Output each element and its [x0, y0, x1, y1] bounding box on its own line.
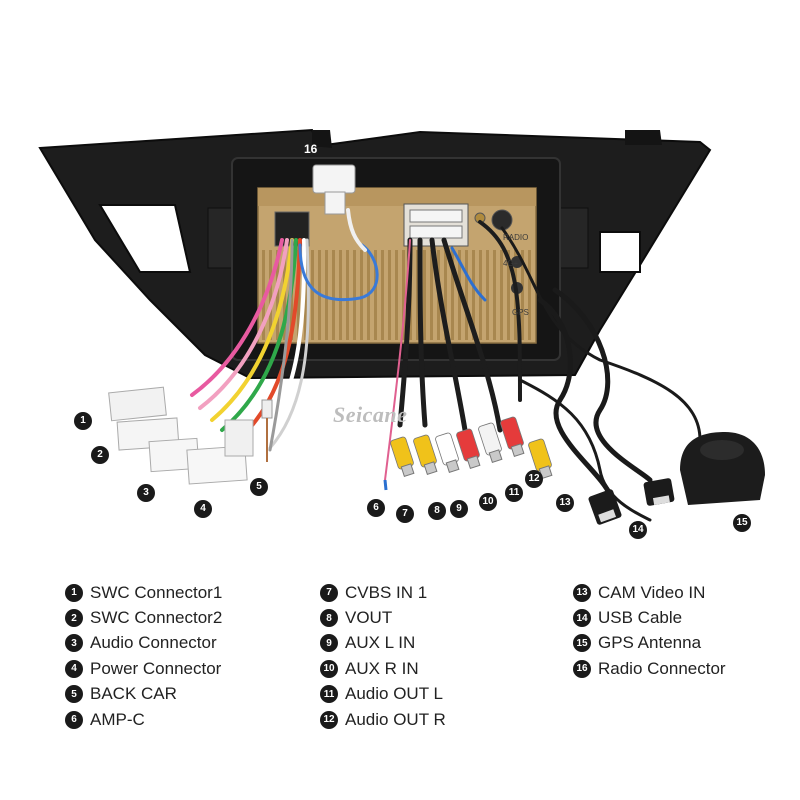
- legend-number-badge: 8: [320, 609, 338, 628]
- frame-cutout-left: [98, 204, 192, 273]
- legend-item: 9 AUX L IN: [320, 631, 446, 656]
- legend-label: AMP-C: [90, 709, 145, 729]
- legend-number-badge: 1: [65, 583, 83, 602]
- legend-item: 8 VOUT: [320, 605, 446, 630]
- legend-label: GPS Antenna: [598, 633, 702, 653]
- legend-number-badge: 7: [320, 583, 338, 602]
- legend-label: AUX R IN: [345, 658, 419, 678]
- legend-label: CAM Video IN: [598, 582, 706, 602]
- radio-connector: [312, 164, 356, 194]
- radio-port-label: RADIO: [503, 233, 529, 242]
- legend-item: 14 USB Cable: [573, 605, 726, 630]
- white-connectors: [108, 386, 254, 485]
- legend-label: Audio Connector: [90, 633, 217, 653]
- legend-item: 12 Audio OUT R: [320, 707, 446, 732]
- legend-number-badge: 6: [65, 710, 83, 729]
- legend-item: 13 CAM Video IN: [573, 580, 726, 605]
- brand-watermark: Seicane: [333, 402, 408, 427]
- legend-item: 1 SWC Connector1: [65, 580, 222, 605]
- legend-item: 16 Radio Connector: [573, 656, 726, 681]
- callout-9: 9: [450, 500, 468, 518]
- legend-number-badge: 9: [320, 634, 338, 653]
- legend-item: 5 BACK CAR: [65, 682, 222, 707]
- legend-item: 4 Power Connector: [65, 656, 222, 681]
- callout-8: 8: [428, 502, 446, 520]
- frame-cutout-right: [599, 231, 641, 273]
- legend-number-badge: 4: [65, 659, 83, 678]
- callout-4: 4: [194, 500, 212, 518]
- gps-antenna-puck: [680, 432, 765, 505]
- legend-label: Audio OUT R: [345, 709, 446, 729]
- legend-number-badge: 16: [573, 659, 591, 678]
- usb-connectors: [588, 478, 675, 525]
- legend-label: AUX L IN: [345, 633, 416, 653]
- legend-label: Audio OUT L: [345, 684, 443, 704]
- legend-item: 3 Audio Connector: [65, 631, 222, 656]
- legend-label: BACK CAR: [90, 684, 177, 704]
- legend-label: Power Connector: [90, 658, 222, 678]
- legend-number-badge: 15: [573, 634, 591, 653]
- callout-11: 11: [505, 484, 523, 502]
- callout-1: 1: [74, 412, 92, 430]
- legend-number-badge: 12: [320, 710, 338, 729]
- callout-3: 3: [137, 484, 155, 502]
- rca-plugs: [390, 416, 553, 480]
- legend-item: 7 CVBS IN 1: [320, 580, 446, 605]
- 4g-port-label: 4G+: [503, 259, 519, 268]
- callout-16: 16: [304, 142, 318, 156]
- legend-column-1: 1 SWC Connector1 2 SWC Connector2 3 Audio Con…: [65, 580, 222, 732]
- legend-number-badge: 5: [65, 685, 83, 704]
- callout-12: 12: [525, 470, 543, 488]
- legend-number-badge: 3: [65, 634, 83, 653]
- legend-label: USB Cable: [598, 608, 683, 628]
- legend-item: 10 AUX R IN: [320, 656, 446, 681]
- callout-13: 13: [556, 494, 574, 512]
- legend-item: 2 SWC Connector2: [65, 605, 222, 630]
- legend-label: Radio Connector: [598, 658, 726, 678]
- callout-15: 15: [733, 514, 751, 532]
- callout-2: 2: [91, 446, 109, 464]
- callout-14: 14: [629, 521, 647, 539]
- legend-number-badge: 11: [320, 685, 338, 704]
- legend-label: VOUT: [345, 608, 393, 628]
- callout-5: 5: [250, 478, 268, 496]
- cable-harness: [190, 208, 702, 522]
- legend-column-3: 13 CAM Video IN 14 USB Cable 15 GPS Antenna 16…: [573, 580, 726, 682]
- legend-item: 6 AMP-C: [65, 707, 222, 732]
- gps-port-label: GPS: [512, 308, 529, 317]
- callout-6: 6: [367, 499, 385, 517]
- legend-item: 15 GPS Antenna: [573, 631, 726, 656]
- legend-number-badge: 10: [320, 659, 338, 678]
- legend-number-badge: 13: [573, 583, 591, 602]
- legend-number-badge: 2: [65, 609, 83, 628]
- legend-number-badge: 14: [573, 609, 591, 628]
- callout-10: 10: [479, 493, 497, 511]
- head-unit-diagram: [38, 128, 765, 525]
- legend-label: CVBS IN 1: [345, 582, 428, 602]
- legend: 1 SWC Connector1 2 SWC Connector2 3 Audio Con…: [0, 580, 800, 740]
- legend-label: SWC Connector2: [90, 608, 223, 628]
- legend-label: SWC Connector1: [90, 582, 223, 602]
- callout-7: 7: [396, 505, 414, 523]
- legend-item: 11 Audio OUT L: [320, 682, 446, 707]
